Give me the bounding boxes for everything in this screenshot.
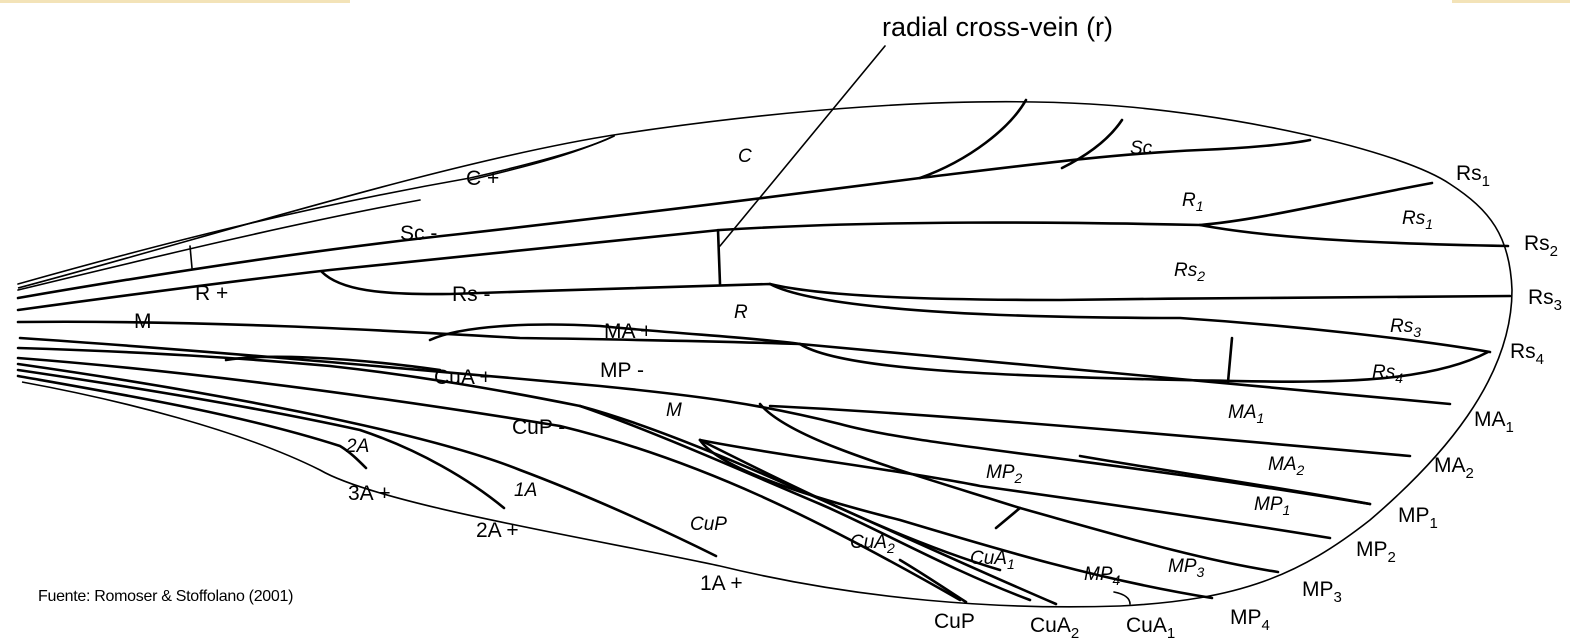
- area-MP3: MP3: [1168, 556, 1205, 580]
- margin-CuA1: CuA1: [1126, 614, 1175, 640]
- area-R1: R1: [1182, 190, 1204, 214]
- area-CuA2: CuA2: [850, 532, 895, 556]
- vein-subcosta-branch1: [918, 98, 1028, 180]
- vein-anal-2: [16, 368, 506, 510]
- top-band-right: [1452, 0, 1570, 3]
- area-MP2: MP2: [986, 462, 1023, 486]
- margin-Rs3: Rs3: [1528, 286, 1562, 314]
- vein-subcosta-branch2: [1060, 118, 1124, 170]
- vein-radius: [16, 181, 1434, 312]
- area-C: C: [738, 146, 752, 167]
- vein-rs3-branch: [768, 282, 1492, 354]
- vein-cubitus-posterior: [16, 356, 962, 602]
- vein-ma2: [768, 404, 1412, 458]
- area-2A: 2A: [345, 436, 369, 457]
- margin-Rs1: Rs1: [1456, 162, 1490, 190]
- margin-Rs4: Rs4: [1510, 340, 1544, 368]
- area-MP4: MP4: [1084, 564, 1121, 588]
- vein-labels: C + Sc - R + Rs - M MA + MP - CuA + CuP …: [134, 167, 743, 595]
- vein-rs4-crossvein: [1226, 336, 1234, 384]
- area-MP1: MP1: [1254, 494, 1290, 518]
- vein-mp3: [758, 402, 1280, 574]
- label-M: M: [134, 310, 152, 333]
- margin-MP2: MP2: [1356, 538, 1396, 566]
- label-Sc: Sc -: [400, 222, 437, 245]
- vein-mp4-tick: [1113, 591, 1131, 605]
- radial-cross-vein: [716, 228, 722, 286]
- label-MP: MP -: [600, 359, 644, 382]
- vein-cua-base: [224, 355, 442, 372]
- margin-MP4: MP4: [1230, 606, 1270, 634]
- area-labels: C Sc R1 Rs1 Rs2 R Rs3 Rs4 M MA1 MA2 MP2 …: [345, 138, 1433, 588]
- vein-media-anterior: [428, 323, 802, 346]
- area-1A: 1A: [514, 480, 537, 501]
- vein-humeral: [189, 245, 193, 269]
- vein-media: [16, 320, 1452, 406]
- margin-MP3: MP3: [1302, 578, 1342, 606]
- margin-MA2: MA2: [1434, 454, 1474, 482]
- diagram-title: radial cross-vein (r): [882, 12, 1113, 42]
- vein-cup-tip: [898, 558, 968, 604]
- vein-mp1: [1078, 454, 1372, 506]
- vein-mp-crossvein: [994, 506, 1022, 530]
- label-R: R +: [195, 282, 228, 305]
- margin-MA1: MA1: [1474, 408, 1514, 436]
- vein-cua2: [578, 404, 1032, 602]
- label-C: C +: [466, 167, 499, 190]
- label-Rs: Rs -: [452, 283, 491, 306]
- vein-radial-sector: [320, 270, 1512, 302]
- margin-Rs2: Rs2: [1524, 232, 1558, 260]
- pointer-line: [719, 45, 886, 247]
- area-R: R: [734, 302, 748, 323]
- area-Rs3: Rs3: [1390, 316, 1421, 340]
- margin-MP1: MP1: [1398, 504, 1438, 532]
- label-2A: 2A +: [476, 519, 519, 542]
- area-CuA1: CuA1: [970, 548, 1015, 572]
- vein-cua1: [698, 438, 1002, 572]
- vein-subcosta: [16, 138, 1312, 300]
- label-CuP: CuP -: [512, 416, 565, 439]
- source-citation: Fuente: Romoser & Stoffolano (2001): [38, 588, 294, 605]
- area-Rs4: Rs4: [1372, 362, 1403, 386]
- vein-r1-tip: [1198, 223, 1510, 248]
- label-3A: 3A +: [348, 482, 391, 505]
- label-CuA: CuA +: [434, 366, 492, 389]
- vein-anal-1: [16, 362, 718, 558]
- wing-outline-anterior: [17, 100, 1513, 608]
- area-Rs2: Rs2: [1174, 260, 1205, 284]
- vein-costa: [17, 135, 615, 285]
- vein-costa-branch: [17, 135, 615, 291]
- vein-ma-branch: [798, 342, 1490, 383]
- label-1A: 1A +: [700, 572, 743, 595]
- margin-CuA2: CuA2: [1030, 614, 1079, 640]
- area-MA1: MA1: [1228, 402, 1264, 426]
- top-band-left: [0, 0, 350, 3]
- vein-mp2: [698, 438, 1332, 540]
- area-CuP: CuP: [690, 514, 727, 535]
- vein-mp4: [698, 438, 1214, 600]
- area-Rs1: Rs1: [1402, 208, 1433, 232]
- label-MA: MA +: [604, 320, 652, 343]
- margin-labels: Rs1 Rs2 Rs3 Rs4 MA1 MA2 MP1 MP2 MP3 MP4 …: [934, 162, 1562, 640]
- vein-anal-3: [16, 374, 368, 470]
- area-M: M: [666, 400, 682, 421]
- vein-media-posterior: [18, 336, 1372, 506]
- margin-CuP: CuP: [934, 610, 975, 633]
- area-Sc: Sc: [1130, 138, 1153, 159]
- area-MA2: MA2: [1268, 454, 1305, 478]
